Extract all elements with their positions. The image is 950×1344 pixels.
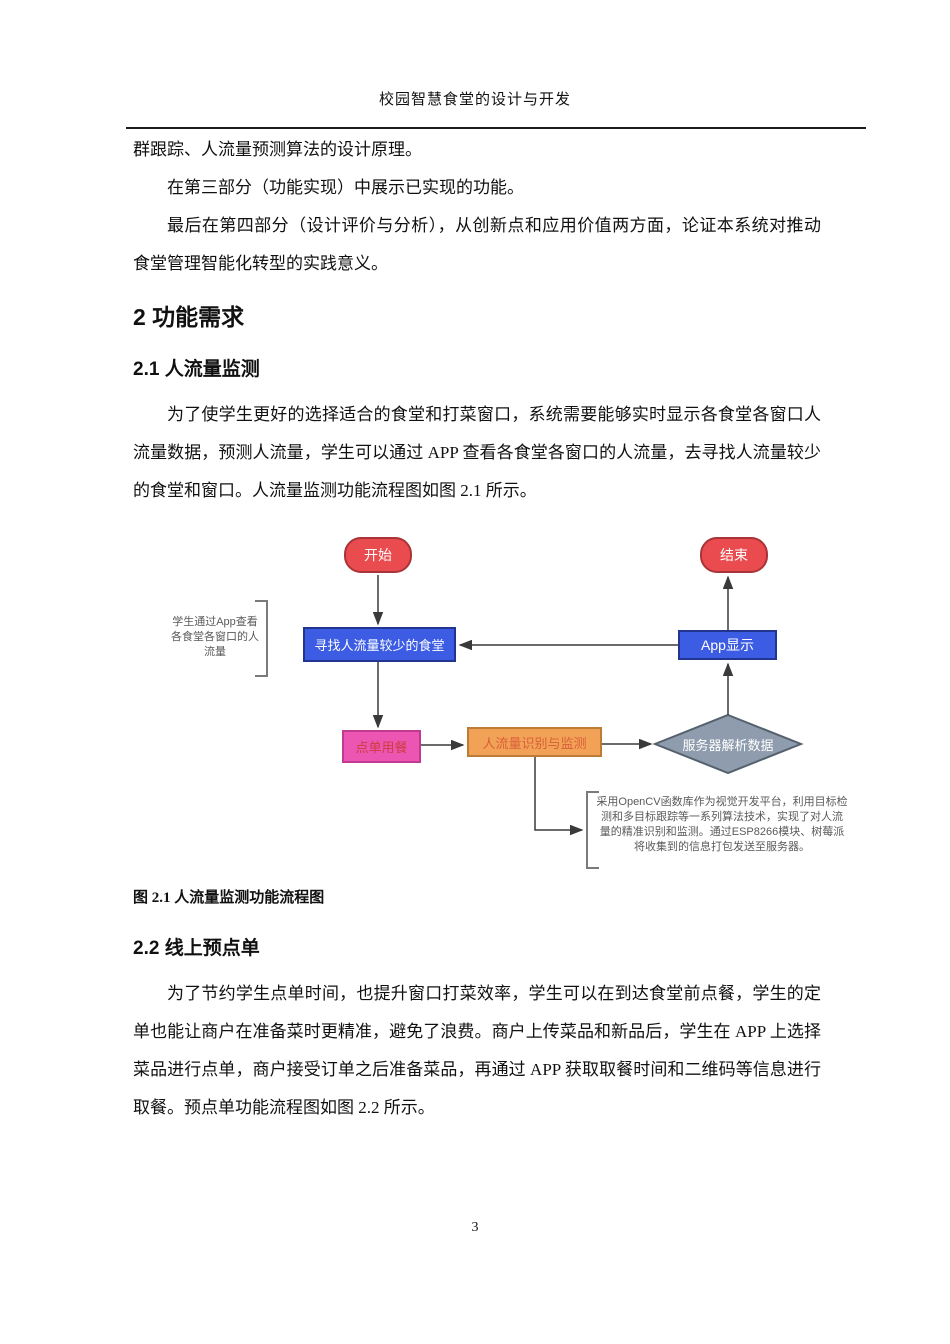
heading-section-2: 2 功能需求: [133, 304, 245, 330]
flow-node-start: 开始: [344, 537, 412, 573]
right-annotation-bracket: [586, 791, 599, 869]
flowchart-arrows: [372, 575, 804, 836]
figure-2-1-flowchart: 开始 结束 寻找人流量较少的食堂 App显示 点单用餐 人流量识别与监测 服务器…: [0, 525, 950, 893]
document-header-title: 校园智慧食堂的设计与开发: [378, 92, 571, 108]
flow-node-server-parse-label: 服务器解析数据: [682, 737, 774, 753]
flow-node-app-display: App显示: [678, 630, 777, 660]
flow-node-end: 结束: [700, 537, 768, 573]
paragraph-continuation: 群跟踪、人流量预测算法的设计原理。: [133, 140, 422, 159]
text-column-bottom: 图 2.1 人流量监测功能流程图 2.2 线上预点单 为了节约学生点单时间，也提…: [133, 886, 821, 1127]
figure-caption: 图 2.1 人流量监测功能流程图: [133, 890, 325, 906]
header-rule: [126, 127, 866, 129]
flow-node-end-label: 结束: [720, 547, 748, 563]
right-annotation-note: 采用OpenCV函数库作为视觉开发平台，利用目标检测和多目标跟踪等一系列算法技术…: [596, 796, 848, 853]
heading-section-2-2: 2.2 线上预点单: [133, 938, 260, 959]
flow-node-order-meal-label: 点单用餐: [355, 740, 408, 755]
left-annotation-note: 学生通过App查看各食堂各窗口的人流量: [171, 616, 259, 658]
flow-node-find-canteen: 寻找人流量较少的食堂: [303, 627, 456, 662]
flow-node-find-canteen-label: 寻找人流量较少的食堂: [314, 638, 445, 653]
flow-node-start-label: 开始: [364, 547, 392, 563]
flow-node-flow-monitor: 人流量识别与监测: [467, 727, 602, 757]
flow-node-server-parse: 服务器解析数据: [655, 715, 801, 773]
flow-node-app-display-label: App显示: [701, 637, 754, 653]
heading-section-2-1: 2.1 人流量监测: [133, 359, 260, 380]
paragraph-part3: 在第三部分（功能实现）中展示已实现的功能。: [167, 178, 524, 197]
flow-node-order-meal: 点单用餐: [342, 730, 421, 763]
text-column-top: 群跟踪、人流量预测算法的设计原理。 在第三部分（功能实现）中展示已实现的功能。 …: [133, 131, 821, 510]
page-number: 3: [471, 1220, 479, 1235]
paragraph-part4: 最后在第四部分（设计评价与分析），从创新点和应用价值两方面，论证本系统对推动食堂…: [133, 216, 821, 273]
left-annotation-bracket: [255, 600, 268, 677]
flow-node-flow-monitor-label: 人流量识别与监测: [482, 735, 587, 751]
paragraph-section-2-1: 为了使学生更好的选择适合的食堂和打菜窗口，系统需要能够实时显示各食堂各窗口人流量…: [133, 405, 821, 500]
paragraph-section-2-2: 为了节约学生点单时间，也提升窗口打菜效率，学生可以在到达食堂前点餐，学生的定单也…: [133, 984, 821, 1117]
